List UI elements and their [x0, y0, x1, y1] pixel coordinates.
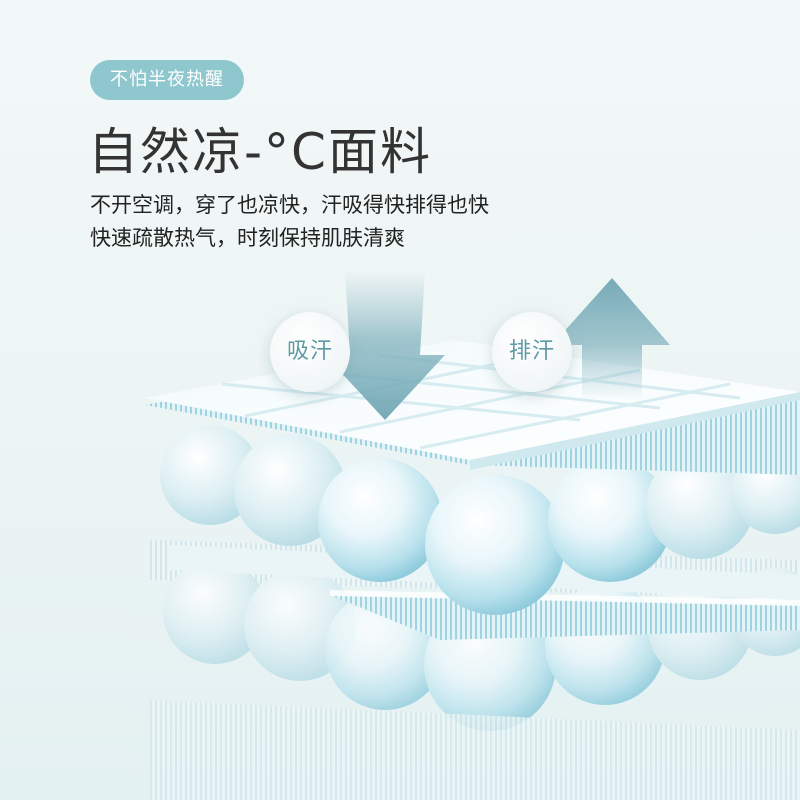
- wick-sweat-label: 排汗: [492, 312, 572, 392]
- arrow-up-icon: [552, 278, 670, 400]
- description-line-2: 快速疏散热气，时刻保持肌肤清爽: [90, 226, 405, 250]
- headline-title: 自然凉-°C面料: [88, 123, 432, 181]
- upper-bubble-layer: [160, 425, 800, 615]
- description-line-1: 不开空调，穿了也凉快，汗吸得快排得也快: [90, 193, 489, 217]
- feature-badge: 不怕半夜热醒: [90, 60, 244, 100]
- absorb-sweat-label: 吸汗: [270, 312, 350, 392]
- arrow-down-icon: [325, 270, 445, 420]
- description-block: 不开空调，穿了也凉快，汗吸得快排得也快 快速疏散热气，时刻保持肌肤清爽: [90, 189, 489, 255]
